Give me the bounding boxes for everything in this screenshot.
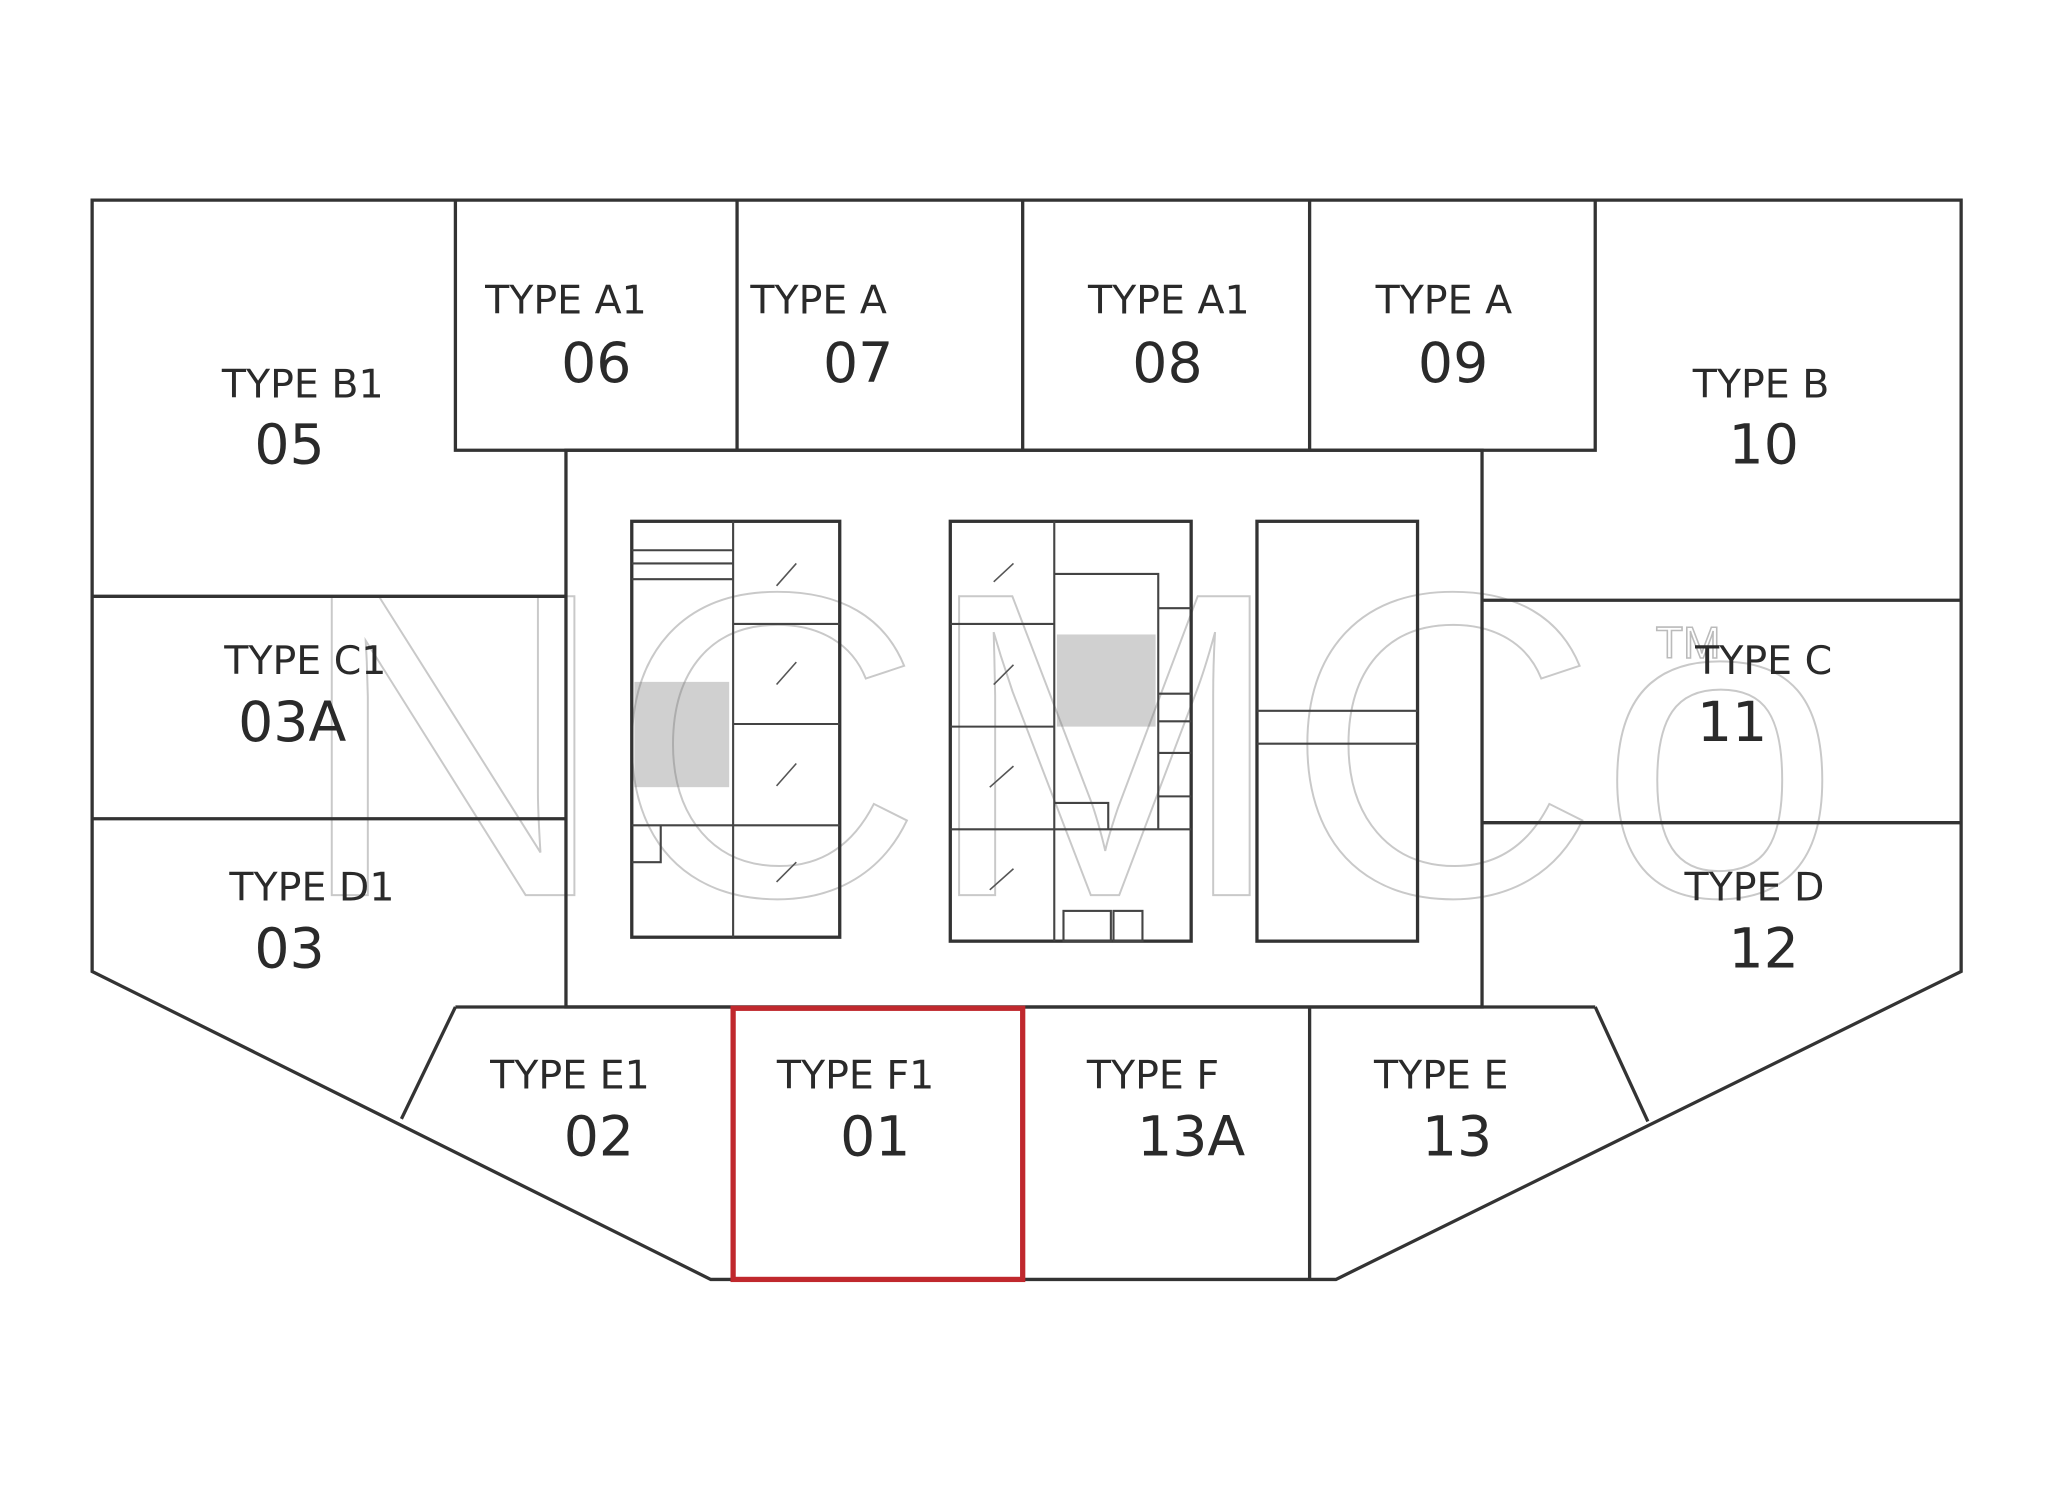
- unit-number: 13A: [1137, 1106, 1245, 1170]
- watermark-trademark: TM: [1656, 618, 1721, 668]
- unit-number: 05: [254, 413, 324, 477]
- unit-03[interactable]: TYPE D1 03: [228, 864, 394, 981]
- watermark-logo: NCMCo TM: [295, 502, 1841, 989]
- building-outline: [90, 198, 1963, 1282]
- unit-10[interactable]: TYPE B 10: [1692, 362, 1830, 478]
- unit-type: TYPE D1: [228, 864, 394, 910]
- unit-number: 08: [1132, 332, 1202, 396]
- unit-type: TYPE B1: [221, 362, 384, 408]
- unit-13a[interactable]: TYPE F 13A: [1086, 1053, 1246, 1170]
- unit-type: TYPE C: [1694, 638, 1832, 684]
- unit-number: 07: [823, 332, 893, 396]
- unit-number: 12: [1729, 917, 1799, 981]
- unit-type: TYPE C1: [223, 638, 386, 684]
- unit-type: TYPE E1: [489, 1053, 650, 1099]
- core-lifts-left: [630, 519, 842, 939]
- highlighted-unit-01[interactable]: [730, 1005, 1026, 1283]
- unit-12[interactable]: TYPE D 12: [1684, 864, 1825, 981]
- unit-05[interactable]: TYPE B1 05: [221, 362, 384, 478]
- unit-number: 09: [1418, 332, 1488, 396]
- unit-type: TYPE A: [749, 277, 887, 323]
- watermark-text: NCMCo: [296, 503, 1840, 988]
- unit-type: TYPE B: [1692, 362, 1830, 408]
- unit-number: 10: [1729, 413, 1799, 477]
- core-lifts-middle: [948, 519, 1193, 943]
- unit-11[interactable]: TYPE C 11: [1694, 638, 1832, 755]
- unit-number: 06: [561, 332, 631, 396]
- unit-type: TYPE E: [1373, 1053, 1508, 1099]
- unit-number: 11: [1697, 691, 1767, 755]
- unit-type: TYPE F: [1086, 1053, 1219, 1099]
- unit-number: 01: [840, 1106, 910, 1170]
- unit-number: 03: [254, 917, 324, 981]
- unit-number: 03A: [238, 691, 346, 755]
- unit-type: TYPE F1: [776, 1053, 934, 1099]
- unit-type: TYPE A: [1375, 277, 1513, 323]
- unit-01[interactable]: TYPE F1 01: [776, 1053, 934, 1170]
- unit-type: TYPE A1: [484, 277, 647, 323]
- unit-type: TYPE D: [1684, 864, 1825, 910]
- unit-06[interactable]: TYPE A1 06: [484, 277, 647, 395]
- unit-number: 02: [564, 1106, 634, 1170]
- unit-number: 13: [1422, 1106, 1492, 1170]
- unit-type: TYPE A1: [1087, 277, 1250, 323]
- unit-13[interactable]: TYPE E 13: [1373, 1053, 1508, 1170]
- unit-03a[interactable]: TYPE C1 03A: [223, 638, 386, 755]
- unit-02[interactable]: TYPE E1 02: [489, 1053, 650, 1170]
- unit-07[interactable]: TYPE A 07: [749, 277, 893, 395]
- unit-08[interactable]: TYPE A1 08: [1087, 277, 1250, 395]
- unit-09[interactable]: TYPE A 09: [1375, 277, 1513, 395]
- core-stair: [1255, 519, 1420, 943]
